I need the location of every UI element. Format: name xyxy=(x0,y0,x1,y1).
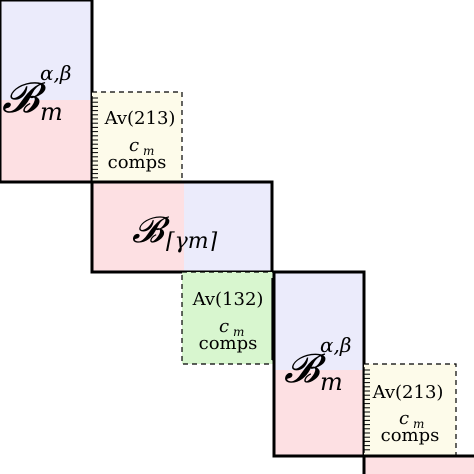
c-symbol: c xyxy=(399,408,409,429)
comps-text: comps xyxy=(199,333,258,354)
box-av132: Av(132) c m comps xyxy=(181,271,278,365)
c-subscript-m: m xyxy=(233,325,244,339)
comps-text: comps xyxy=(108,152,167,173)
script-b-symbol: 𝓑 xyxy=(132,210,170,251)
block-b-m-alpha-beta-top: 𝓑 m α,β xyxy=(0,0,94,184)
c-symbol: c xyxy=(219,316,229,337)
subscript-ceil-gamma-m: ⌈γm⌉ xyxy=(166,229,218,254)
subscript-m: m xyxy=(320,368,343,396)
box-av213-bottom: Av(213) c m comps xyxy=(363,363,457,457)
comps-text: comps xyxy=(381,425,440,446)
subscript-m: m xyxy=(40,98,63,126)
red-region xyxy=(274,370,364,456)
red-region xyxy=(0,100,92,182)
c-symbol: c xyxy=(129,135,139,156)
blue-region xyxy=(184,182,272,272)
next-block-partial xyxy=(362,454,474,474)
red-region xyxy=(364,456,474,474)
c-subscript-m: m xyxy=(413,417,424,431)
block-border xyxy=(362,454,474,474)
c-subscript-m: m xyxy=(143,144,154,158)
box-label: Av(132) xyxy=(192,289,264,310)
tick-ladder xyxy=(91,96,98,179)
blue-region xyxy=(274,272,364,370)
tick-ladder xyxy=(363,368,370,452)
dashed-box xyxy=(363,363,457,457)
blue-region xyxy=(0,0,92,100)
block-b-m-alpha-beta-bottom: 𝓑 m α,β xyxy=(272,270,366,458)
superscript-alpha-beta: α,β xyxy=(40,61,71,85)
red-region xyxy=(92,182,184,272)
block-b-ceil-gamma-m: 𝓑 ⌈γm⌉ xyxy=(90,180,274,274)
block-border xyxy=(0,0,94,184)
superscript-alpha-beta: α,β xyxy=(320,333,351,357)
box-av213-top: Av(213) c m comps xyxy=(91,91,183,183)
dashed-box xyxy=(181,271,275,365)
box-label: Av(213) xyxy=(104,108,176,129)
box-label: Av(213) xyxy=(372,382,444,403)
